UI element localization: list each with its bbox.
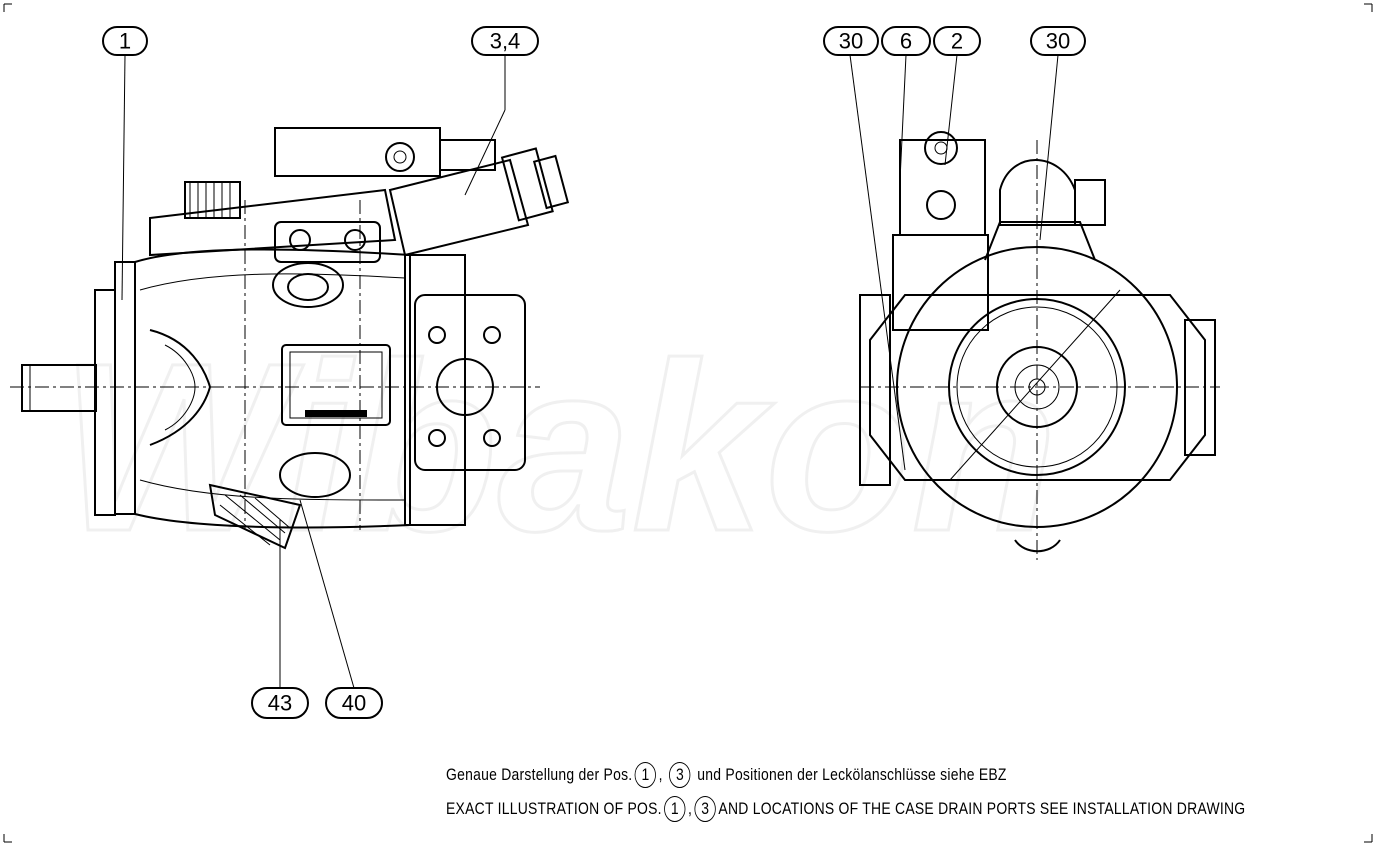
plug-connector bbox=[208, 483, 302, 550]
control-housing bbox=[899, 139, 986, 236]
square-flange bbox=[869, 294, 1206, 481]
svg-text:30: 30 bbox=[839, 29, 863, 54]
callout-43: 43 bbox=[251, 687, 309, 719]
pump-front-view bbox=[859, 131, 1220, 560]
note-text: EXACT ILLUSTRATION OF POS. bbox=[446, 799, 662, 818]
shaft-end bbox=[996, 346, 1078, 428]
callout-40: 40 bbox=[325, 687, 383, 719]
callout-1: 1 bbox=[102, 26, 148, 56]
svg-text:40: 40 bbox=[342, 691, 366, 716]
svg-text:3,4: 3,4 bbox=[490, 29, 521, 54]
callout-6: 6 bbox=[881, 26, 931, 56]
callout-30-left: 30 bbox=[823, 26, 879, 56]
svg-text:1: 1 bbox=[119, 29, 131, 54]
callout-30-right: 30 bbox=[1030, 26, 1086, 56]
svg-text:43: 43 bbox=[268, 691, 292, 716]
separator: , bbox=[658, 765, 663, 784]
svg-text:6: 6 bbox=[900, 29, 912, 54]
note-text: und Positionen der Leckölanschlüsse sieh… bbox=[697, 765, 1007, 784]
frame-corner-marks bbox=[3, 3, 1373, 843]
note-text: Genaue Darstellung der Pos. bbox=[446, 765, 633, 784]
controller-block bbox=[274, 127, 441, 177]
svg-text:2: 2 bbox=[951, 29, 963, 54]
svg-text:30: 30 bbox=[1046, 29, 1070, 54]
watermark: Wibakon bbox=[60, 313, 1058, 581]
housing-outline bbox=[896, 246, 1178, 528]
pressure-port-flange bbox=[414, 294, 526, 471]
name-plate bbox=[281, 344, 391, 426]
callout-2: 2 bbox=[933, 26, 981, 56]
gauge-port-bottom bbox=[279, 452, 351, 498]
note-text: AND LOCATIONS OF THE CASE DRAIN PORTS SE… bbox=[718, 799, 1246, 818]
separator: , bbox=[688, 799, 693, 818]
note-german: Genaue Darstellung der Pos.1, 3 und Posi… bbox=[446, 762, 1007, 788]
pump-side-view bbox=[10, 127, 570, 550]
leader-lines bbox=[121, 54, 1059, 689]
ref-circle: 1 bbox=[664, 796, 686, 822]
ref-circle: 1 bbox=[634, 762, 657, 788]
proportional-solenoid bbox=[388, 158, 530, 257]
knurled-nut bbox=[184, 181, 241, 219]
pilot-diameter bbox=[948, 298, 1126, 476]
callout-3-4: 3,4 bbox=[471, 26, 539, 56]
adapter-plate bbox=[149, 188, 397, 257]
ref-circle: 3 bbox=[694, 796, 716, 822]
port-plate bbox=[404, 254, 466, 526]
ref-circle: 3 bbox=[669, 762, 691, 788]
